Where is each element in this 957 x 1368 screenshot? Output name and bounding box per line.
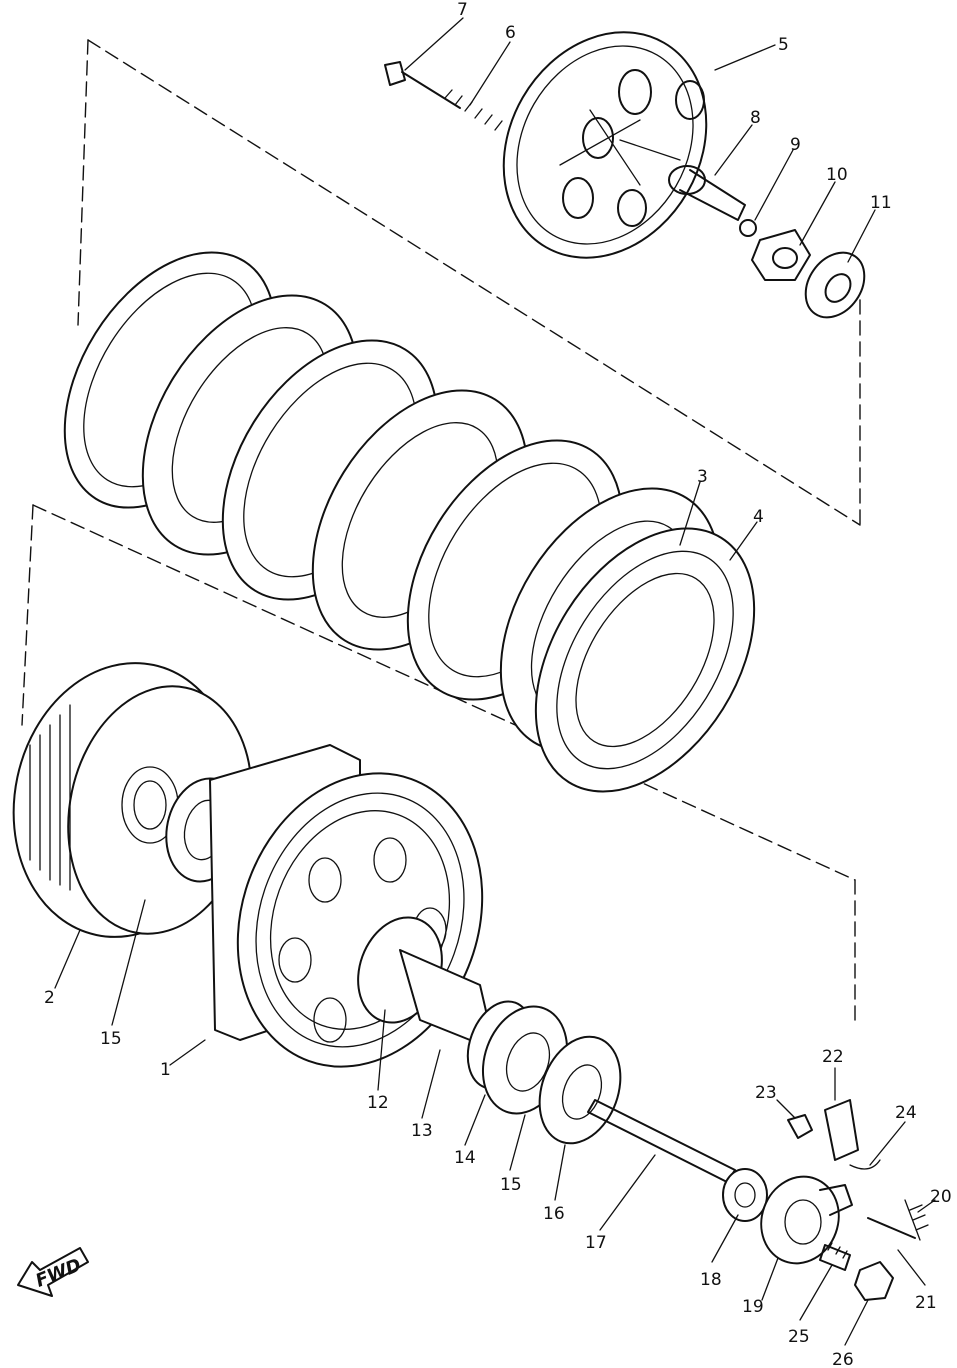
callout-6: 6 [505, 23, 516, 43]
fwd-arrow: FWD [17, 1247, 89, 1297]
callout-23: 23 [755, 1083, 777, 1103]
callout-15b: 15 [500, 1175, 522, 1195]
clutch-housing-assembly [209, 744, 622, 1145]
callout-26: 26 [832, 1350, 854, 1368]
callout-numbers: 7 6 5 8 9 10 11 3 4 2 15 1 12 13 14 15 1… [44, 0, 952, 1368]
push-lever-assembly [587, 1099, 929, 1301]
callout-2: 2 [44, 988, 55, 1008]
callout-24: 24 [895, 1103, 917, 1123]
callout-1: 1 [160, 1060, 171, 1080]
pressure-plate-assembly [384, 31, 866, 319]
callout-13: 13 [411, 1121, 433, 1141]
callout-12: 12 [367, 1093, 389, 1113]
callout-19: 19 [742, 1297, 764, 1317]
callout-9: 9 [790, 135, 801, 155]
callout-10: 10 [826, 165, 848, 185]
callout-7: 7 [457, 0, 468, 20]
callout-16: 16 [543, 1204, 565, 1224]
callout-20: 20 [930, 1187, 952, 1207]
callout-22: 22 [822, 1047, 844, 1067]
callout-4: 4 [753, 507, 764, 527]
callout-3: 3 [697, 467, 708, 487]
callout-14: 14 [454, 1148, 476, 1168]
callout-18: 18 [700, 1270, 722, 1290]
callout-11: 11 [870, 193, 892, 213]
callout-15a: 15 [100, 1029, 122, 1049]
callout-8: 8 [750, 108, 761, 128]
friction-and-clutch-plates [63, 251, 756, 793]
callout-17: 17 [585, 1233, 607, 1253]
callout-21: 21 [915, 1293, 937, 1313]
callout-25: 25 [788, 1327, 810, 1347]
callout-5: 5 [778, 35, 789, 55]
leader-lines [54, 17, 936, 1346]
